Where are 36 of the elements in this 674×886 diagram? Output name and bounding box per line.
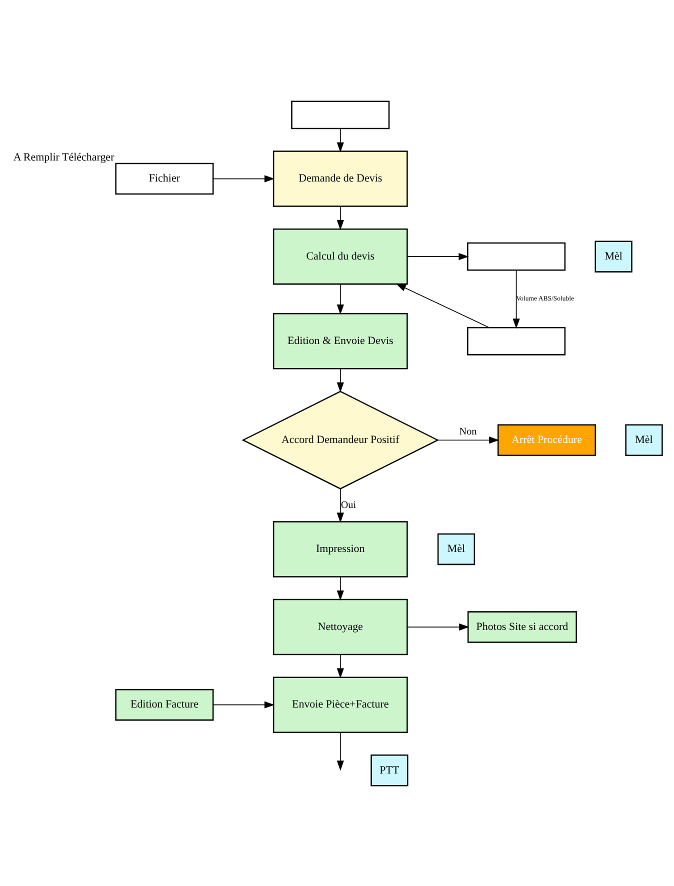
node-box: Envoie Pièce+Facture — [272, 676, 408, 732]
node-box — [291, 100, 390, 129]
arrow — [336, 283, 344, 314]
arrow — [336, 206, 344, 230]
node-box: Edition Facture — [115, 688, 214, 720]
arrow — [406, 252, 469, 260]
node-box: Calcul du devis — [272, 228, 408, 284]
node-box — [467, 326, 566, 355]
node-box: PTT — [370, 754, 408, 786]
node-box: Mèl — [594, 240, 632, 272]
arrow — [512, 269, 520, 328]
arrow — [336, 654, 344, 678]
node-box: Impression — [272, 520, 408, 577]
arrow — [396, 283, 490, 328]
edge-label: Non — [459, 426, 477, 438]
node-box: Mèl — [437, 532, 476, 565]
arrow — [336, 731, 344, 770]
node-box: Demande de Devis — [272, 150, 408, 206]
arrow — [336, 128, 344, 152]
arrow — [212, 700, 275, 708]
node-box: Arrêt Procédure — [497, 424, 596, 456]
arrow — [407, 622, 470, 630]
node-box: Edition & Envoie Devis — [272, 312, 408, 369]
arrow — [336, 576, 344, 600]
node-box: Photos Site si accord — [467, 610, 577, 642]
arrow — [336, 368, 344, 392]
node-label: A Remplir Télécharger — [13, 151, 114, 164]
node-box — [467, 242, 566, 270]
edge-label: Oui — [340, 499, 356, 510]
arrow — [437, 436, 500, 444]
arrow — [212, 174, 275, 182]
node-box: Nettoyage — [272, 598, 408, 655]
node-diamond: Accord Demandeur Positif — [242, 390, 440, 489]
arrow — [336, 488, 344, 522]
node-box: Fichier — [115, 162, 214, 194]
node-box: Mèl — [625, 424, 663, 456]
